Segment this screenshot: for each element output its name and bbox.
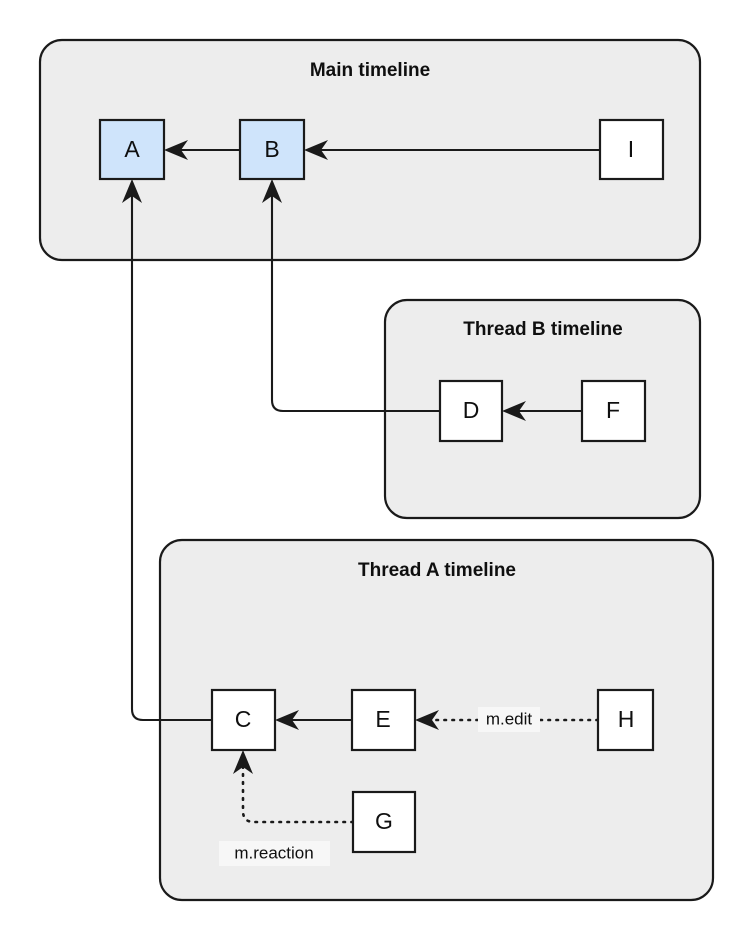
edge-label-group: m.edit m.reaction [219,707,540,866]
node-H-rect [596,688,655,752]
node-A-label: A [124,136,140,162]
node-F-label: F [606,397,620,423]
node-E[interactable]: E [350,688,417,752]
arrow-into-D-from-F-icon [502,401,526,421]
node-C-label: C [235,706,252,732]
arrow-into-C-from-E-icon [275,710,299,730]
node-H-label: H [618,706,635,732]
node-F[interactable]: F [580,379,647,443]
arrow-into-E-from-H-icon [415,710,439,730]
node-A[interactable]: A [98,118,166,181]
node-E-label: E [375,706,390,732]
edge-label-m-reaction: m.reaction [219,841,330,866]
node-D[interactable]: D [438,379,504,443]
node-D-label: D [463,397,480,423]
node-E-rect [350,688,417,752]
arrow-into-A-from-B-icon [164,140,188,160]
node-G-label: G [375,808,393,834]
node-group: A B I D F C [98,118,665,854]
node-A-rect [98,118,166,181]
node-G[interactable]: G [351,790,417,854]
node-C-rect [210,688,277,752]
edge-C-to-A [130,188,212,722]
node-B-label: B [264,136,279,162]
node-G-rect [351,790,417,854]
panel-thread-b-timeline-title: Thread B timeline [463,319,622,340]
edge-label-m-edit-text: m.edit [486,709,533,728]
edge-D-to-B [270,188,440,413]
node-I-rect [598,118,665,181]
arrow-into-C-from-G-icon [233,750,253,774]
node-D-rect [438,379,504,443]
node-C[interactable]: C [210,688,277,752]
edge-label-m-edit: m.edit [478,707,540,732]
node-H[interactable]: H [596,688,655,752]
arrowhead-group [122,140,526,774]
panel-group: Main timeline Thread B timeline Thread A… [38,38,715,902]
panel-main-timeline-title: Main timeline [310,60,430,81]
arrow-into-B-from-D-icon [262,179,282,203]
edge-label-m-reaction-text: m.reaction [234,843,313,862]
panel-thread-b-timeline[interactable]: Thread B timeline [383,298,702,520]
panel-thread-a-timeline-title: Thread A timeline [358,560,516,581]
node-B-rect [238,118,306,181]
node-F-rect [580,379,647,443]
arrow-into-A-from-C-icon [122,179,142,203]
panel-thread-b-timeline-rect [383,298,702,520]
edge-label-m-reaction-bg [219,841,330,866]
node-I-label: I [628,136,634,162]
edge-label-m-edit-bg [478,707,540,732]
node-B[interactable]: B [238,118,306,181]
arrow-into-B-from-I-icon [304,140,328,160]
node-I[interactable]: I [598,118,665,181]
